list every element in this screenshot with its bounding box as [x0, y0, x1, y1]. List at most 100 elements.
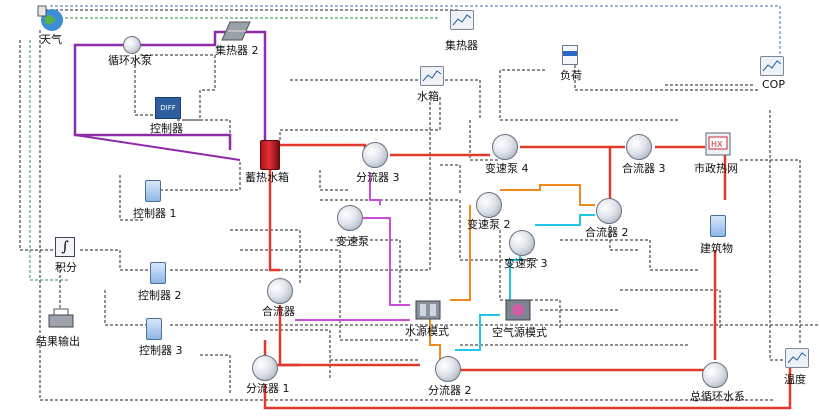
collector-plotter-label: 集热器	[445, 39, 478, 52]
variable-pump2-icon[interactable]	[476, 192, 502, 218]
splitter2-icon[interactable]	[435, 356, 461, 382]
mid-bus-11	[200, 354, 231, 395]
ctrl1-link	[119, 175, 145, 221]
temperature-plotter-icon[interactable]	[785, 348, 809, 368]
mixer2-icon[interactable]	[596, 198, 622, 224]
orange-water-mode-down	[429, 315, 441, 360]
collector2-label: 集热器 2	[215, 44, 259, 57]
cyan-vpump3-to-mixer2	[535, 214, 595, 226]
mid-bus-4	[440, 164, 461, 195]
water-tank-plotter-icon[interactable]	[420, 66, 444, 86]
splitter2-label: 分流器 2	[428, 384, 472, 397]
weather-label: 天气	[40, 33, 62, 46]
cyan-air-to-splitter2	[455, 314, 500, 351]
orange-vpump2-to-mixer2	[500, 184, 595, 206]
load-file-icon[interactable]	[562, 45, 578, 65]
water-tank-plotter-label: 水箱	[417, 90, 439, 103]
cop-label: COP	[762, 78, 785, 91]
ctrl3-link	[104, 290, 148, 326]
heat-exchanger-icon[interactable]	[705, 132, 731, 156]
mixer3-icon[interactable]	[626, 134, 652, 160]
variable-pump-icon[interactable]	[337, 205, 363, 231]
orange-vpump2-down	[450, 205, 471, 301]
collector-plotter-icon[interactable]	[450, 10, 474, 30]
controller-badge: DIFF	[160, 104, 176, 112]
hot-tank-to-splitter3	[280, 143, 367, 150]
controller2-label: 控制器 2	[138, 289, 182, 302]
integrator-symbol: ∫	[61, 239, 69, 255]
weather-link-3	[50, 5, 781, 60]
printer-icon[interactable]	[48, 308, 74, 330]
integral-out	[80, 249, 150, 271]
mid-bus-8	[560, 239, 700, 271]
mid-bus-2	[330, 239, 401, 305]
load-down	[499, 69, 680, 121]
mid-bus-3	[319, 170, 350, 191]
water-source-label: 水源模式	[405, 325, 449, 338]
controller-left	[134, 60, 155, 116]
right-bus-2	[740, 159, 801, 345]
mid-bus-6	[240, 249, 420, 341]
mixer-icon[interactable]	[267, 278, 293, 304]
collector-loop-pipe-2	[140, 30, 267, 145]
controller-label: 控制器	[150, 122, 183, 135]
controller3-icon[interactable]	[146, 318, 162, 340]
tank-to-water-plot	[279, 95, 441, 140]
splitter3-icon[interactable]	[362, 142, 388, 168]
weather-to-integral	[19, 40, 55, 251]
variable-pump3-label: 变速泵 3	[504, 257, 548, 270]
splitter1-icon[interactable]	[252, 355, 278, 381]
variable-pump3-icon[interactable]	[509, 230, 535, 256]
mid-bus-9	[620, 289, 721, 330]
splitter1-label: 分流器 1	[246, 382, 290, 395]
mixer-label: 合流器	[262, 305, 295, 318]
load-label: 负荷	[560, 69, 582, 82]
hot-tank-down	[268, 170, 280, 272]
weather-left-green	[29, 40, 70, 281]
cop-plotter-icon[interactable]	[760, 56, 784, 76]
weather-left-vertical	[39, 30, 775, 401]
integral-label: 积分	[55, 261, 77, 274]
mixer2-label: 合流器 2	[585, 226, 629, 239]
district-heat-label: 市政热网	[694, 162, 738, 175]
water-source-heatpump-icon[interactable]	[415, 298, 441, 320]
magenta-splitter3-to-vpump	[369, 172, 381, 205]
mid-bus-12	[469, 120, 500, 161]
right-bus	[769, 110, 790, 361]
building-label: 建筑物	[700, 242, 733, 255]
collector-loop-pipe-3	[74, 134, 241, 161]
storage-tank-label: 蓄热水箱	[245, 171, 289, 184]
variable-pump4-icon[interactable]	[492, 134, 518, 160]
mid-bus-5	[230, 229, 301, 285]
circulation-pump-label: 循环水泵	[108, 54, 152, 67]
solar-collector-icon[interactable]	[220, 20, 252, 42]
differential-controller-icon[interactable]: DIFF	[155, 97, 181, 119]
controller1-icon[interactable]	[145, 180, 161, 202]
weather-icon[interactable]	[36, 4, 64, 32]
mixer3-label: 合流器 3	[622, 162, 666, 175]
storage-tank-icon[interactable]	[260, 140, 280, 170]
circulation-pump-icon[interactable]	[123, 36, 141, 54]
controller-loop	[140, 54, 216, 121]
variable-pump-label: 变速泵	[336, 235, 369, 248]
building-icon[interactable]	[710, 215, 726, 237]
main-circulation-pump-icon[interactable]	[702, 362, 728, 388]
heat-exchanger-badge: HX	[711, 140, 723, 149]
mid-bus-13	[250, 329, 331, 380]
main-circulation-pump-label: 总循环水系	[690, 390, 745, 403]
load-link	[574, 65, 760, 91]
splitter3-label: 分流器 3	[356, 171, 400, 184]
variable-pump2-label: 变速泵 2	[467, 218, 511, 231]
controller1-label: 控制器 1	[133, 207, 177, 220]
temperature-label: 温度	[784, 373, 806, 386]
tank-top-link	[290, 79, 481, 120]
controller3-label: 控制器 3	[139, 344, 183, 357]
air-source-heatpump-icon[interactable]	[505, 297, 531, 321]
controller2-icon[interactable]	[150, 262, 166, 284]
result-output-label: 结果输出	[36, 335, 80, 348]
hot-bottom-return	[263, 360, 792, 410]
magenta-vpump-to-water	[360, 217, 410, 306]
integrator-icon[interactable]: ∫	[55, 237, 75, 257]
